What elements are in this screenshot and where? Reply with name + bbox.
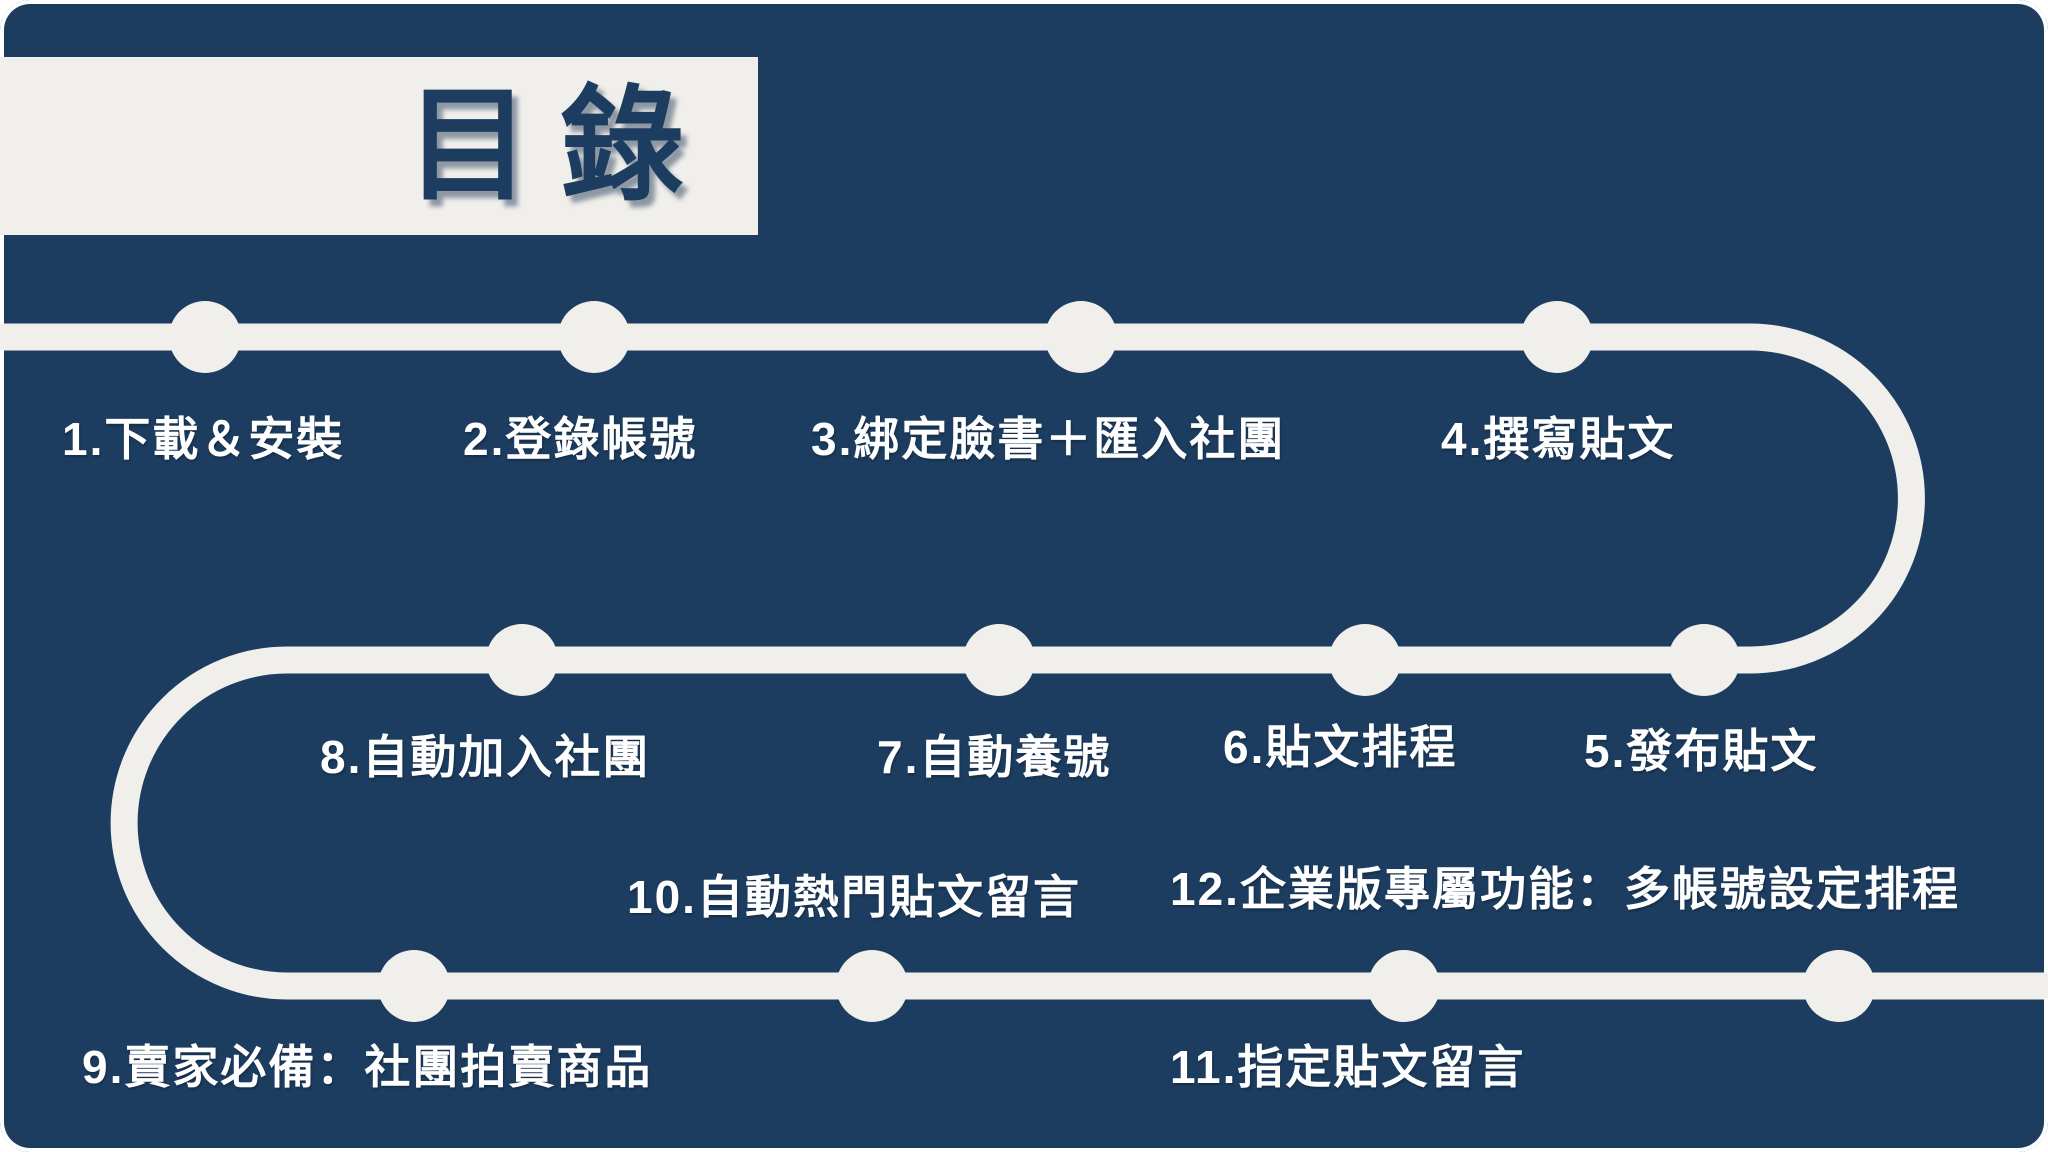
path-node-6 xyxy=(1329,624,1401,696)
path-node-9 xyxy=(378,950,450,1022)
path-node-4 xyxy=(1521,301,1593,373)
toc-item-9: 9.賣家必備：社團拍賣商品 xyxy=(82,1041,653,1093)
path-node-10 xyxy=(836,950,908,1022)
toc-item-7: 7.自動養號 xyxy=(877,731,1112,783)
title-banner: 目錄 xyxy=(0,57,758,235)
toc-item-2: 2.登錄帳號 xyxy=(463,413,698,465)
toc-item-11: 11.指定貼文留言 xyxy=(1170,1041,1526,1093)
path-node-8 xyxy=(486,624,558,696)
snake-path-line xyxy=(0,323,2048,1000)
path-node-12 xyxy=(1803,950,1875,1022)
path-node-2 xyxy=(558,301,630,373)
path-node-11 xyxy=(1368,950,1440,1022)
toc-item-5: 5.發布貼文 xyxy=(1584,725,1819,777)
toc-item-3: 3.綁定臉書＋匯入社團 xyxy=(811,413,1286,465)
toc-item-10: 10.自動熱門貼文留言 xyxy=(627,871,1081,923)
path-node-3 xyxy=(1045,301,1117,373)
toc-item-12: 12.企業版專屬功能：多帳號設定排程 xyxy=(1170,863,1960,915)
toc-item-1: 1.下載＆安裝 xyxy=(62,413,345,465)
path-node-1 xyxy=(169,301,241,373)
path-node-5 xyxy=(1668,624,1740,696)
path-node-7 xyxy=(963,624,1035,696)
toc-item-6: 6.貼文排程 xyxy=(1223,721,1458,773)
toc-item-4: 4.撰寫貼文 xyxy=(1441,413,1676,465)
page-title: 目錄 xyxy=(405,77,714,215)
toc-item-8: 8.自動加入社團 xyxy=(320,731,651,783)
